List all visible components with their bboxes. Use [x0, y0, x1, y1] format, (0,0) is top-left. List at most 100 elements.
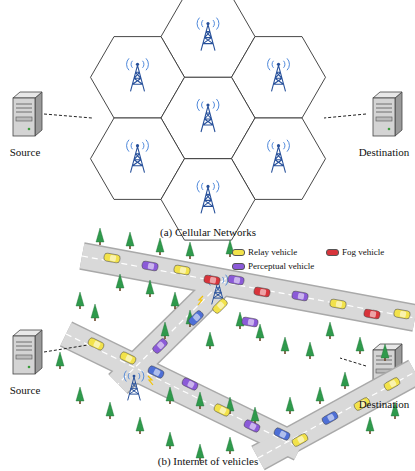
tree [306, 342, 314, 359]
server-slot [376, 108, 392, 109]
dashed-link [44, 114, 92, 118]
tree [126, 232, 134, 249]
signal-arc [127, 140, 129, 152]
vehicle-body [213, 403, 231, 417]
road-surface [82, 256, 415, 318]
vehicle-window [180, 267, 187, 274]
tree-trunk [174, 306, 176, 309]
tree-trunk [164, 336, 166, 339]
tree [76, 292, 84, 309]
road-edge [258, 372, 415, 458]
road-edge [66, 334, 300, 448]
server-slot [16, 108, 32, 109]
server-led [28, 366, 31, 369]
vehicle-body [103, 253, 120, 264]
server-icon [13, 92, 42, 136]
vehicle-body [273, 427, 291, 441]
tree-crown [226, 437, 234, 451]
tree [326, 322, 334, 339]
vehicle-window [219, 406, 227, 414]
signal-arc [131, 142, 132, 149]
road-surface [66, 334, 300, 448]
tower-top [136, 144, 139, 147]
vehicle [181, 377, 199, 391]
vehicle-body [188, 310, 205, 327]
node-label: Source [2, 146, 48, 158]
vehicle-window [327, 413, 335, 421]
vehicle [147, 365, 165, 379]
tree [146, 280, 154, 297]
tower-legs [201, 187, 215, 213]
tree [166, 432, 174, 449]
tree-crown [166, 387, 174, 401]
server-node: Source [2, 326, 48, 396]
server-top [373, 92, 402, 98]
signal-arc [202, 183, 203, 190]
signal-arc [287, 140, 289, 152]
signal-arc [131, 61, 132, 68]
base-station-tower [197, 180, 219, 213]
road-edge [118, 278, 226, 384]
server-top [373, 344, 402, 350]
vehicle-body [203, 275, 220, 286]
tower-top [206, 185, 209, 188]
vehicle-body [241, 317, 258, 328]
tree [226, 437, 234, 454]
tree-crown [146, 280, 154, 294]
tree [166, 387, 174, 404]
base-station-tower [197, 99, 219, 132]
tree [116, 274, 124, 291]
tree-trunk [79, 306, 81, 309]
vehicles [87, 253, 411, 448]
tree-crown [356, 337, 364, 351]
vehicle [363, 309, 380, 320]
tree-trunk [369, 431, 371, 434]
tree [186, 242, 194, 259]
signal-arc [202, 102, 203, 109]
server-front [13, 336, 35, 374]
vehicle-window [187, 380, 195, 388]
tree [341, 372, 349, 389]
base-station-tower [124, 371, 144, 401]
vehicle-window [192, 313, 200, 321]
base-station-tower [127, 58, 149, 91]
tree-trunk [319, 401, 321, 404]
legend-text: Relay vehicle [248, 247, 297, 257]
server-icon [373, 92, 402, 136]
vehicle [141, 261, 158, 272]
subfigure-caption: (b) Internet of vehicles [58, 455, 358, 467]
server-front [13, 98, 35, 136]
tree-trunk [99, 242, 101, 245]
vehicle-body [243, 419, 261, 433]
server-slot [16, 112, 32, 113]
tree-crown [161, 322, 169, 336]
signal-arc [268, 140, 270, 152]
vehicle-body [152, 338, 169, 355]
vehicle-body [329, 299, 346, 310]
vehicle-window [148, 263, 155, 270]
lane-marking [66, 334, 300, 448]
tree [91, 304, 99, 321]
signal-flash [198, 296, 203, 305]
legend-text: Fog vehicle [342, 247, 384, 257]
server-front [373, 98, 395, 136]
server-led [28, 128, 31, 131]
vehicle-body [181, 377, 199, 391]
signal-arc [272, 61, 273, 68]
road-edge [82, 256, 415, 318]
node-label: Destination [354, 398, 414, 410]
tree-crown [126, 232, 134, 246]
tower-top [277, 63, 280, 66]
tree-crown [206, 332, 214, 346]
tree-crown [251, 407, 259, 421]
legend-swatch [326, 249, 339, 256]
signal-arc [142, 371, 144, 382]
tree-crown [316, 387, 324, 401]
vehicle-body [291, 291, 308, 302]
vehicle-body [363, 309, 380, 320]
tree-crown [186, 242, 194, 256]
server-led [388, 128, 391, 131]
tree-trunk [169, 446, 171, 449]
signal-arc [284, 142, 285, 149]
